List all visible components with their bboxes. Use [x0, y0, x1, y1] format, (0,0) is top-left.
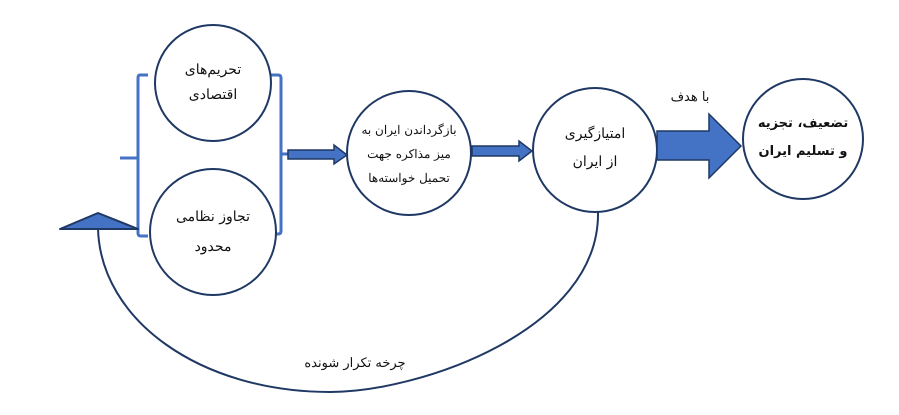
- label-line: محدود: [194, 239, 232, 255]
- edge-label-cycle: چرخه تکرار شونده: [304, 356, 406, 371]
- label-line: تجاوز نظامی: [176, 209, 250, 225]
- label-goal: تضعیف، تجزیه و تسلیم ایران: [743, 107, 863, 169]
- label-return-to-negotiation: بازگرداندن ایران به میز مذاکره جهت تحمیل…: [347, 118, 471, 190]
- label-line: بازگرداندن ایران به: [361, 123, 457, 137]
- arrow-to-concession-icon: [471, 139, 534, 163]
- label-line: تحریم‌های: [184, 62, 242, 78]
- node-return-to-negotiation: [346, 90, 472, 216]
- edge-label-goal: با هدف: [670, 90, 710, 105]
- node-economic-sanctions: [154, 24, 272, 142]
- cycle-return-curve: [97, 211, 600, 394]
- arrow-to-goal-icon: [656, 112, 743, 180]
- label-line: تضعیف، تجزیه: [757, 116, 849, 131]
- label-line: اقتصادی: [188, 87, 238, 103]
- node-limited-military-aggression: [149, 168, 277, 296]
- left-bracket: [120, 73, 148, 238]
- node-goal: [742, 78, 864, 200]
- label-line: از ایران: [572, 154, 618, 170]
- label-line: تحمیل خواسته‌ها: [368, 171, 450, 185]
- label-limited-military-aggression: تجاوز نظامی محدود: [150, 200, 276, 264]
- cycle-arrowhead-icon: [59, 212, 139, 230]
- label-line: امتیازگیری: [564, 126, 626, 142]
- label-concession-extraction: امتیازگیری از ایران: [533, 117, 657, 179]
- arrow-to-negotiation-icon: [287, 143, 349, 166]
- label-line: میز مذاکره جهت: [367, 147, 451, 161]
- label-line: و تسلیم ایران: [758, 144, 848, 159]
- label-economic-sanctions: تحریم‌های اقتصادی: [155, 52, 271, 114]
